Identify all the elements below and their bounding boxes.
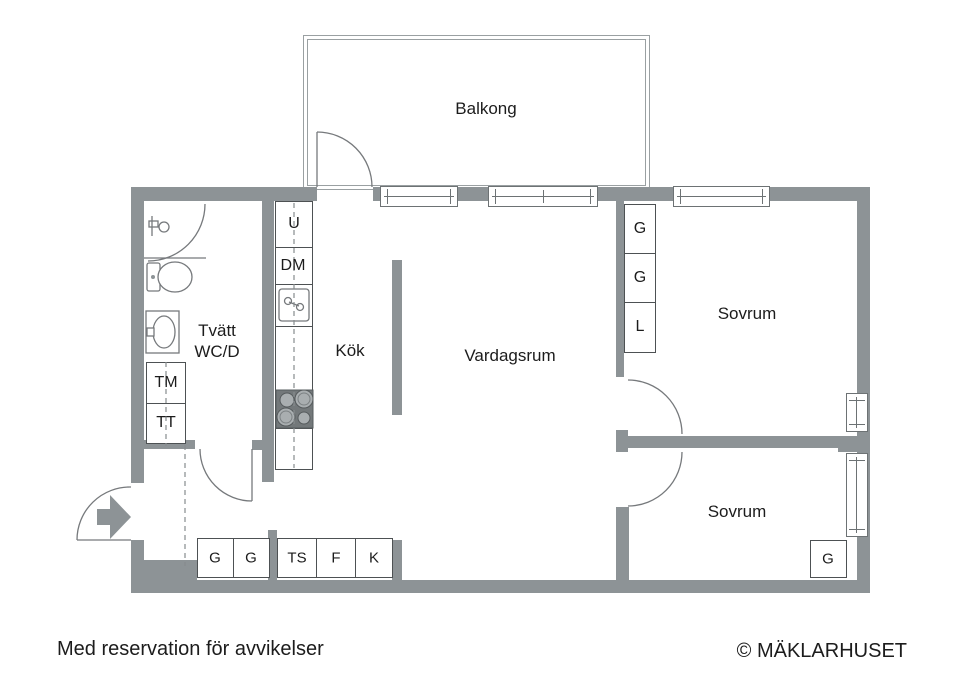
cabinet-label-upper: U bbox=[288, 215, 300, 232]
closet-box bbox=[355, 538, 393, 578]
stove-burner-ring bbox=[297, 392, 311, 406]
cabinet-label-dishwasher: DM bbox=[280, 257, 306, 274]
window bbox=[380, 186, 458, 207]
washbasin-tap-icon bbox=[146, 327, 155, 337]
window-mullion bbox=[856, 397, 857, 428]
cabinet-divider bbox=[147, 403, 185, 404]
closet-box bbox=[197, 538, 234, 578]
room-label-laundry: Tvätt WC/D bbox=[194, 320, 239, 362]
closet-box bbox=[624, 302, 656, 353]
closet-box bbox=[624, 253, 656, 303]
cabinet-divider bbox=[276, 326, 312, 327]
balcony-inner-outline bbox=[307, 39, 646, 186]
disclaimer-text: Med reservation för avvikelser bbox=[57, 638, 324, 660]
window-mullion bbox=[677, 195, 766, 197]
stove-burner-ring bbox=[279, 410, 293, 424]
window-tick bbox=[387, 189, 388, 204]
stove-burner-icon bbox=[279, 392, 295, 408]
toilet-bowl-icon bbox=[157, 261, 193, 293]
wall-segment bbox=[144, 560, 197, 580]
sink-knob-icon bbox=[283, 296, 293, 306]
wall-segment bbox=[131, 540, 144, 593]
closet-label: G bbox=[822, 550, 834, 568]
window bbox=[673, 186, 770, 207]
stove-burner-icon bbox=[297, 411, 311, 425]
window bbox=[846, 453, 868, 537]
room-label-living-room: Vardagsrum bbox=[464, 346, 556, 365]
cabinet-label-washing-machine: TM bbox=[154, 374, 178, 391]
shower-mixer-icon bbox=[148, 220, 159, 228]
wall-segment bbox=[262, 201, 274, 482]
wall-segment bbox=[131, 580, 870, 593]
closet-box bbox=[810, 540, 847, 578]
cabinet-label-dryer: TT bbox=[156, 414, 176, 431]
door-arc bbox=[627, 451, 683, 507]
window-tick bbox=[680, 189, 681, 204]
kitchen-divider-wall bbox=[392, 260, 402, 415]
wall-segment bbox=[131, 187, 144, 483]
shower-screen-arc bbox=[147, 203, 206, 262]
room-label-bedroom-top: Sovrum bbox=[717, 304, 777, 323]
wall-segment bbox=[392, 540, 402, 580]
wall-segment bbox=[131, 187, 317, 201]
cabinet-divider bbox=[276, 247, 312, 248]
window-tick bbox=[450, 189, 451, 204]
door-arc bbox=[316, 131, 373, 188]
closet-label: G bbox=[209, 549, 221, 567]
closet-label: F bbox=[331, 549, 341, 567]
shower-head-icon bbox=[158, 221, 170, 233]
closet-label: G bbox=[633, 220, 647, 237]
copyright-text: © MÄKLARHUSET bbox=[736, 640, 907, 662]
window-tick bbox=[849, 529, 865, 530]
window-tick bbox=[762, 189, 763, 204]
window bbox=[488, 186, 598, 207]
window bbox=[846, 393, 868, 432]
window-tick bbox=[590, 189, 591, 204]
window-tick bbox=[849, 460, 865, 461]
window-mullion bbox=[543, 190, 544, 203]
balcony-outline bbox=[303, 35, 650, 190]
window-mullion bbox=[856, 457, 857, 533]
door-arc bbox=[76, 486, 132, 541]
door-arc bbox=[199, 448, 253, 502]
sink-knob-icon bbox=[295, 302, 305, 312]
wall-segment bbox=[616, 507, 629, 580]
door-arc bbox=[627, 379, 683, 435]
closet-label: G bbox=[633, 269, 647, 286]
wall-segment bbox=[598, 187, 673, 201]
room-label-laundry-line1: Tvätt bbox=[198, 321, 236, 340]
closet-label: L bbox=[635, 318, 645, 335]
wall-segment bbox=[616, 201, 624, 377]
window-tick bbox=[849, 400, 865, 401]
window-tick bbox=[495, 189, 496, 204]
wall-segment bbox=[838, 436, 870, 452]
closet-label: TS bbox=[287, 549, 307, 567]
closet-label: K bbox=[368, 549, 380, 567]
closet-box bbox=[233, 538, 270, 578]
closet-label: G bbox=[245, 549, 257, 567]
wall-segment bbox=[373, 187, 380, 201]
toilet-button-icon bbox=[151, 275, 155, 279]
room-label-kitchen: Kök bbox=[335, 341, 365, 360]
room-label-bedroom-bottom: Sovrum bbox=[707, 502, 767, 521]
window-mullion bbox=[384, 195, 454, 197]
entry-arrow-icon bbox=[97, 495, 131, 539]
washbasin-bowl-icon bbox=[152, 315, 176, 349]
room-label-laundry-line2: WC/D bbox=[194, 342, 240, 361]
window-tick bbox=[849, 424, 865, 425]
wall-segment bbox=[268, 530, 277, 580]
wall-segment bbox=[252, 440, 262, 450]
wall-segment bbox=[616, 436, 853, 448]
wall-segment bbox=[144, 440, 195, 449]
wall-segment bbox=[458, 187, 488, 201]
closet-box bbox=[624, 204, 656, 254]
room-label-balcony: Balkong bbox=[455, 99, 517, 118]
wall-segment bbox=[770, 187, 870, 201]
